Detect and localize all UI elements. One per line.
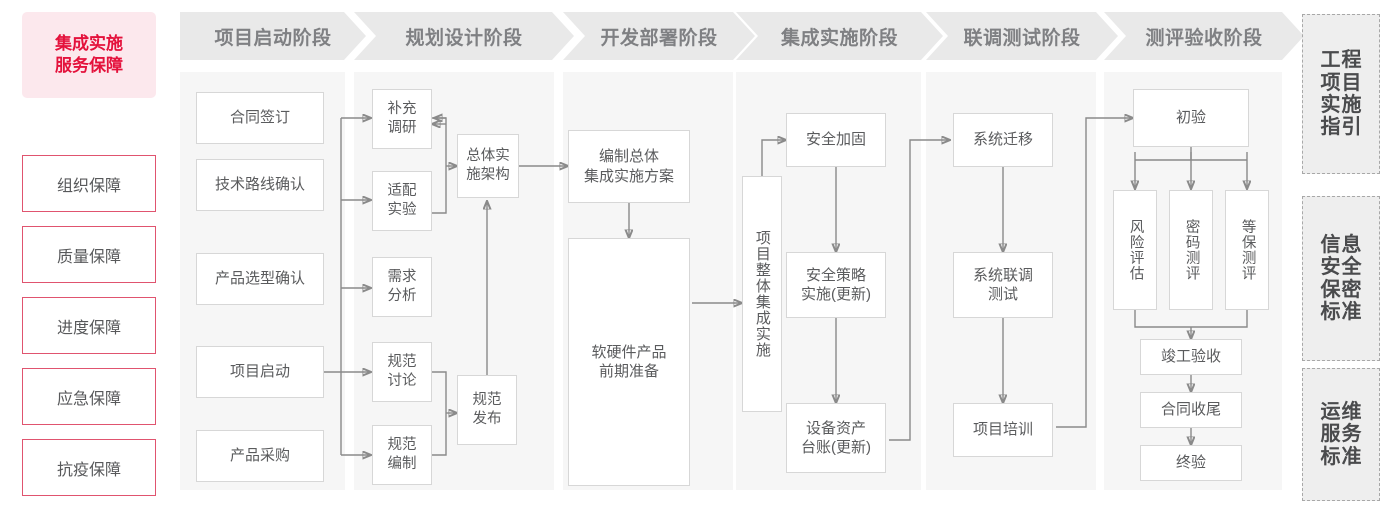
standard-col-b: 维 务 准 xyxy=(1341,400,1362,468)
node-product-procurement[interactable]: 产品采购 xyxy=(196,430,324,482)
guarantee-label: 组织保障 xyxy=(56,177,121,195)
standard-item-operation-maintenance-service[interactable]: 维 务 准 运 服 标 xyxy=(1302,368,1380,501)
node-label: 项目整体集成实施 xyxy=(753,230,771,358)
phase-header-label: 集成实施阶段 xyxy=(780,27,898,49)
node-label: 设备资产 台账(更新) xyxy=(801,419,871,457)
node-label: 初验 xyxy=(1175,109,1206,127)
node-overall-implementation-architecture[interactable]: 总体实 施架构 xyxy=(457,134,519,198)
guarantee-label: 质量保障 xyxy=(56,248,121,266)
hero-line-2: 服务保障 xyxy=(55,56,123,75)
node-label: 密码测评 xyxy=(1183,219,1200,281)
phase-header-evaluation-acceptance[interactable]: 测评验收阶段 xyxy=(1104,12,1304,60)
node-label: 系统迁移 xyxy=(972,131,1033,149)
node-cryptographic-evaluation[interactable]: 密码测评 xyxy=(1169,190,1213,310)
node-project-training[interactable]: 项目培训 xyxy=(953,403,1053,457)
standard-col-a: 工 项 实 指 xyxy=(1320,49,1341,139)
node-label: 竣工验收 xyxy=(1160,348,1221,366)
node-label: 项目启动 xyxy=(229,363,290,381)
node-label: 规范 编制 xyxy=(387,437,417,472)
guarantee-item-emergency[interactable]: 应急保障 xyxy=(22,368,156,425)
node-requirement-analysis[interactable]: 需求 分析 xyxy=(372,257,432,317)
node-label: 合同收尾 xyxy=(1160,401,1221,419)
node-overall-project-integration[interactable]: 项目整体集成实施 xyxy=(742,176,782,412)
node-label: 终验 xyxy=(1175,454,1206,472)
guarantee-label: 应急保障 xyxy=(56,390,121,408)
guarantee-item-epidemic[interactable]: 抗疫保障 xyxy=(22,439,156,496)
phase-header-development-deployment[interactable]: 开发部署阶段 xyxy=(563,12,755,60)
node-supplementary-research[interactable]: 补充 调研 xyxy=(372,89,432,149)
node-label: 技术路线确认 xyxy=(214,176,305,194)
node-label: 产品选型确认 xyxy=(214,270,305,288)
node-label: 合同签订 xyxy=(229,109,290,127)
node-label: 软硬件产品 前期准备 xyxy=(591,343,667,381)
node-hardware-software-preparation[interactable]: 软硬件产品 前期准备 xyxy=(568,238,690,486)
node-label: 等保测评 xyxy=(1239,219,1256,281)
standard-item-information-security-confidentiality[interactable]: 息 全 密 准 信 安 保 标 xyxy=(1302,196,1380,361)
guarantee-label: 抗疫保障 xyxy=(56,461,121,479)
node-project-kickoff[interactable]: 项目启动 xyxy=(196,346,324,398)
node-contract-closure[interactable]: 合同收尾 xyxy=(1140,392,1242,428)
node-completion-acceptance[interactable]: 竣工验收 xyxy=(1140,339,1242,375)
node-product-selection-confirmation[interactable]: 产品选型确认 xyxy=(196,253,324,305)
node-label: 安全策略 实施(更新) xyxy=(801,266,871,304)
phase-header-project-initiation[interactable]: 项目启动阶段 xyxy=(180,12,366,60)
phase-header-label: 联调测试阶段 xyxy=(963,27,1081,49)
guarantee-item-organization[interactable]: 组织保障 xyxy=(22,155,156,212)
standard-vertical-text: 维 务 准 运 服 标 xyxy=(1321,401,1362,468)
node-label: 安全加固 xyxy=(805,131,866,149)
node-label: 产品采购 xyxy=(229,447,290,465)
node-label: 规范 讨论 xyxy=(387,354,417,389)
node-label: 编制总体 集成实施方案 xyxy=(583,148,674,185)
node-label: 补充 调研 xyxy=(387,101,417,136)
node-label: 系统联调 测试 xyxy=(972,266,1033,304)
node-label: 风险评估 xyxy=(1127,219,1144,281)
node-label: 规范 发布 xyxy=(472,392,502,427)
node-label: 总体实 施架构 xyxy=(466,148,510,183)
node-classified-protection-evaluation[interactable]: 等保测评 xyxy=(1225,190,1269,310)
node-preliminary-acceptance[interactable]: 初验 xyxy=(1133,89,1249,147)
hero-badge-integration-service: 集成实施 服务保障 xyxy=(22,12,156,98)
hero-line-1: 集成实施 xyxy=(55,33,123,53)
standard-vertical-text: 息 全 密 准 信 安 保 标 xyxy=(1321,234,1362,324)
node-security-policy-implementation[interactable]: 安全策略 实施(更新) xyxy=(786,252,886,318)
standard-col-a: 运 服 标 xyxy=(1320,400,1341,468)
standard-vertical-text: 程 目 施 引 工 项 实 指 xyxy=(1321,49,1362,139)
phase-header-label: 测评验收阶段 xyxy=(1145,27,1263,49)
node-label: 需求 分析 xyxy=(387,269,417,304)
node-adaptation-experiment[interactable]: 适配 实验 xyxy=(372,171,432,231)
guarantee-label: 进度保障 xyxy=(56,319,121,337)
node-specification-discussion[interactable]: 规范 讨论 xyxy=(372,342,432,402)
node-contract-signing[interactable]: 合同签订 xyxy=(196,92,324,144)
node-risk-assessment[interactable]: 风险评估 xyxy=(1113,190,1157,310)
node-specification-release[interactable]: 规范 发布 xyxy=(457,375,517,445)
phase-header-joint-testing[interactable]: 联调测试阶段 xyxy=(926,12,1118,60)
node-final-acceptance[interactable]: 终验 xyxy=(1140,445,1242,481)
phase-header-label: 项目启动阶段 xyxy=(214,27,332,49)
phase-header-integration-implementation[interactable]: 集成实施阶段 xyxy=(736,12,943,60)
node-system-migration[interactable]: 系统迁移 xyxy=(953,113,1053,167)
node-label: 适配 实验 xyxy=(387,183,417,218)
node-specification-drafting[interactable]: 规范 编制 xyxy=(372,425,432,485)
standard-col-b: 程 目 施 引 xyxy=(1341,49,1362,139)
standard-col-a: 信 安 保 标 xyxy=(1320,233,1341,323)
node-technical-route-confirmation[interactable]: 技术路线确认 xyxy=(196,159,324,211)
node-equipment-asset-ledger[interactable]: 设备资产 台账(更新) xyxy=(786,403,886,473)
guarantee-item-quality[interactable]: 质量保障 xyxy=(22,226,156,283)
standard-col-b: 息 全 密 准 xyxy=(1341,233,1362,323)
phase-header-label: 规划设计阶段 xyxy=(405,27,523,49)
node-label: 项目培训 xyxy=(972,421,1033,439)
node-overall-integration-plan-drafting[interactable]: 编制总体 集成实施方案 xyxy=(568,130,690,203)
node-system-joint-debug-test[interactable]: 系统联调 测试 xyxy=(953,252,1053,318)
phase-header-label: 开发部署阶段 xyxy=(600,27,718,49)
phase-header-planning-design[interactable]: 规划设计阶段 xyxy=(354,12,574,60)
standard-item-engineering-project-guideline[interactable]: 程 目 施 引 工 项 实 指 xyxy=(1302,14,1380,174)
node-security-hardening[interactable]: 安全加固 xyxy=(786,113,886,167)
guarantee-item-schedule[interactable]: 进度保障 xyxy=(22,297,156,354)
